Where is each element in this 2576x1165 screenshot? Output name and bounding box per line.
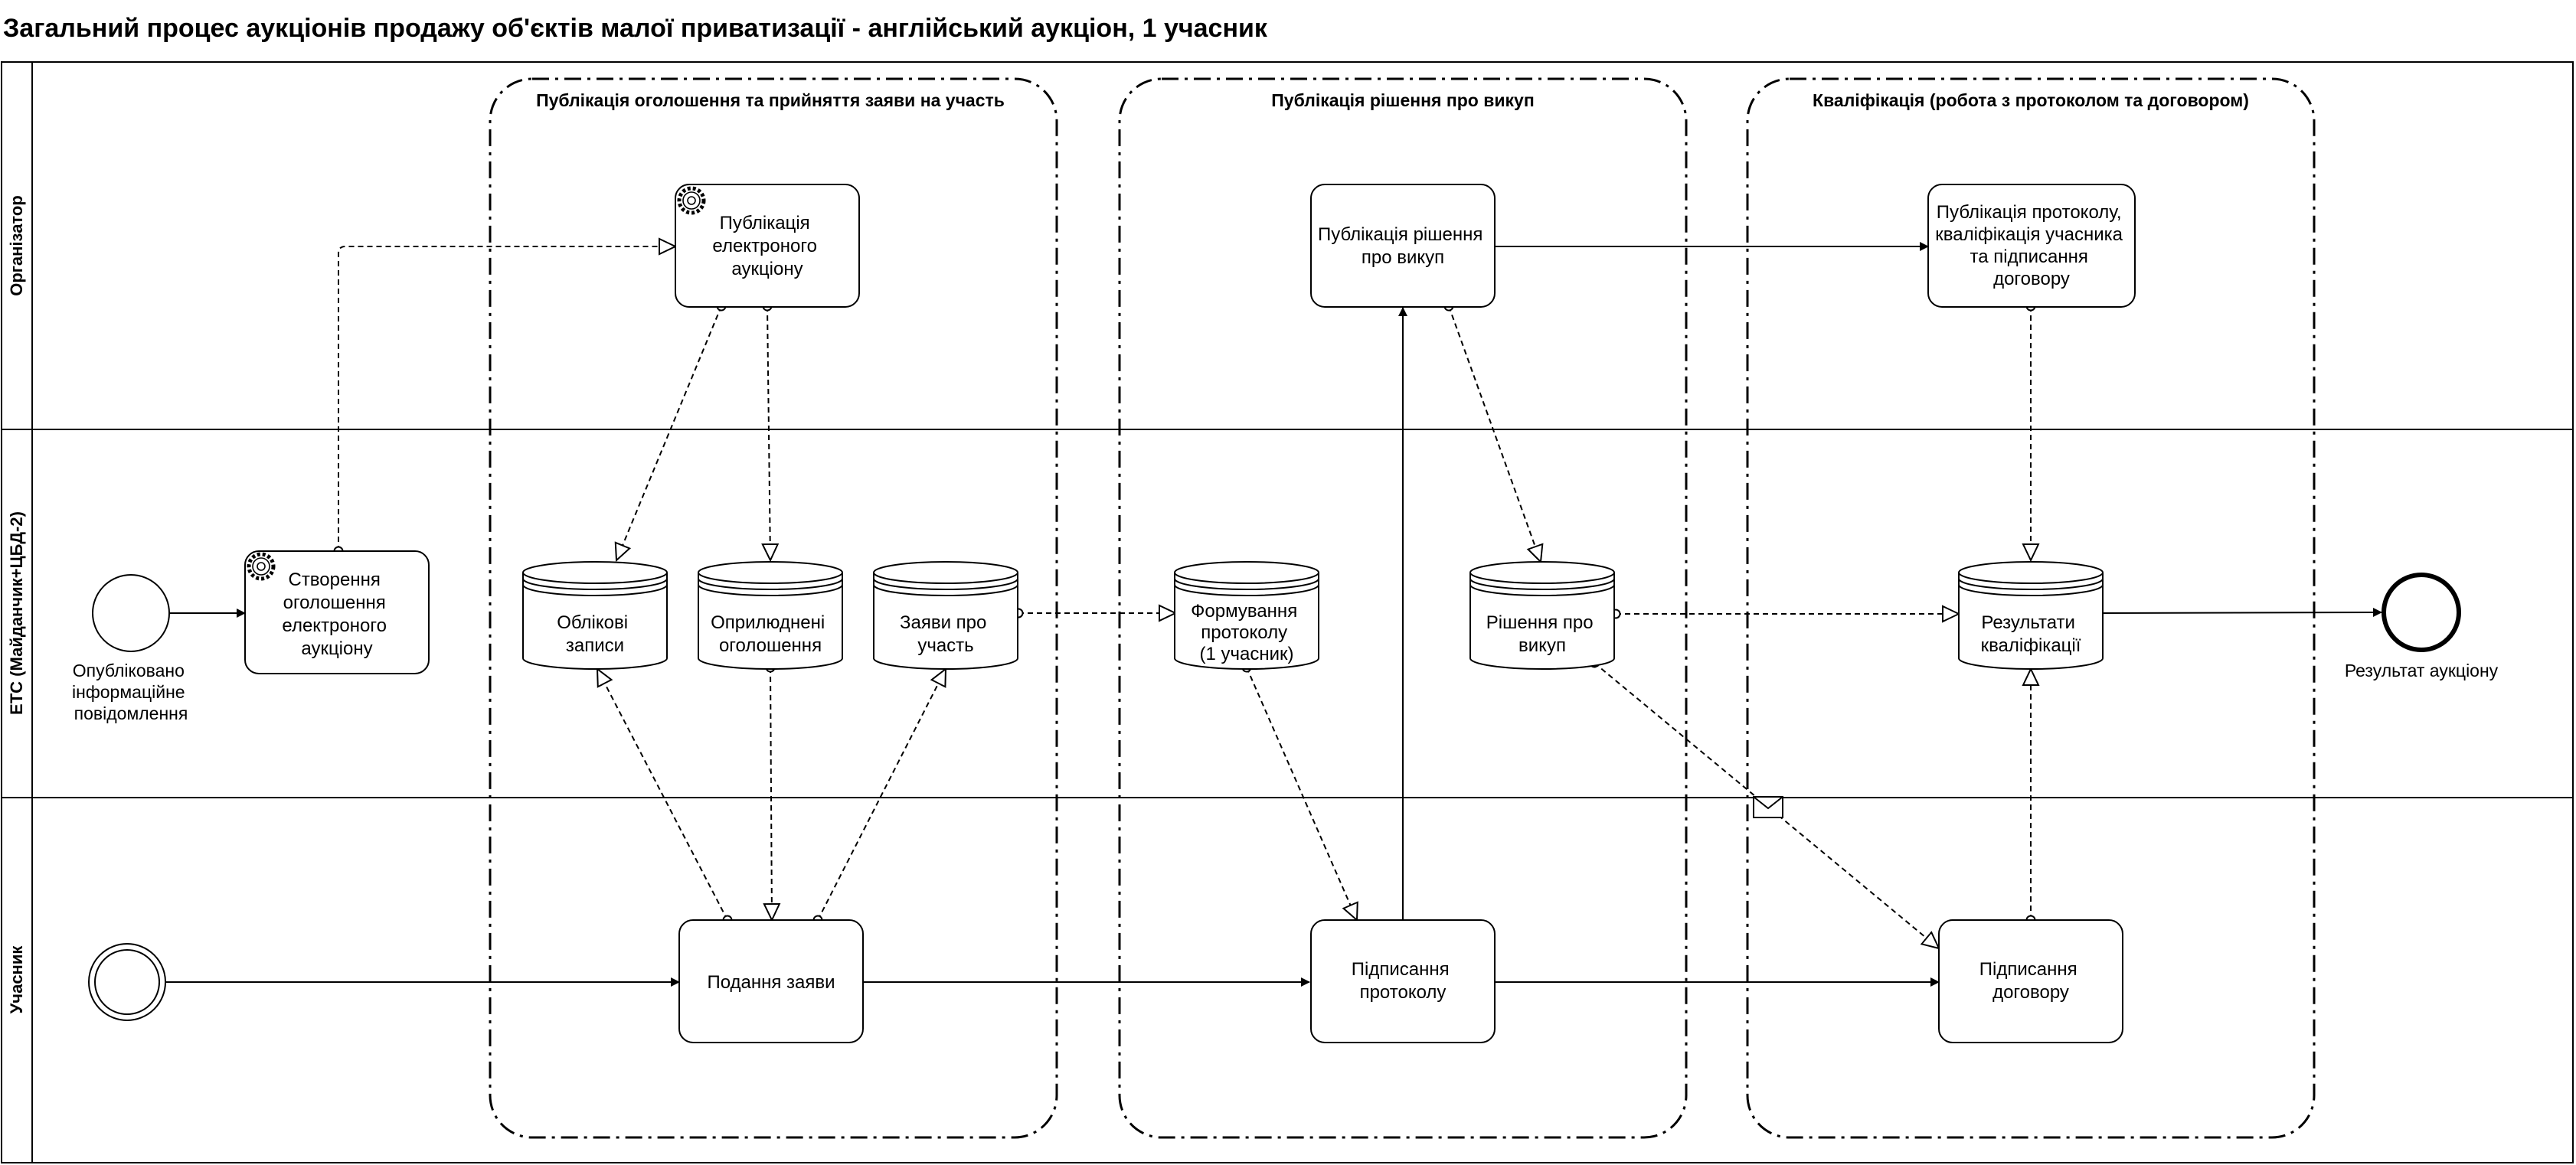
- svg-text:Оприлюднені оголошення: Оприлюднені оголошення: [711, 612, 830, 656]
- flow-qualification-to-end: [2102, 608, 2382, 618]
- group-label-decision: Публікація рішення про викуп: [1271, 90, 1534, 110]
- datastore-published[interactable]: Оприлюднені оголошення: [698, 561, 843, 670]
- task-submit-application[interactable]: Подання заяви: [678, 919, 864, 1043]
- datastore-decision[interactable]: Рішення про викуп: [1469, 561, 1615, 670]
- svg-text:Публікація протоколу, кв: Публікація протоколу, кваліфікація учасн…: [1935, 202, 2127, 289]
- svg-text:Підписання договору: Підписання договору: [1979, 959, 2083, 1003]
- group-label-publication: Публікація оголошення та прийняття заяви…: [536, 90, 1005, 110]
- task-publish-decision[interactable]: Публікація рішення про викуп: [1310, 184, 1496, 308]
- assoc-submit-to-accounts: [597, 669, 727, 920]
- svg-text:Формування протоколу: Формування протоколу (1 учасник): [1191, 601, 1303, 664]
- datastore-accounts[interactable]: Облікові записи: [522, 561, 668, 670]
- lane-label-participant: Учасник: [7, 945, 26, 1014]
- assoc-protocol-to-sign: [1247, 667, 1357, 920]
- assoc-publish-to-published: [767, 306, 770, 560]
- gear-icon: [677, 186, 706, 215]
- group-qualification: [1746, 77, 2316, 1139]
- assoc-submit-to-applications: [818, 669, 946, 920]
- svg-text:Створення оголошення: Створення оголошення електроного аукціон…: [282, 569, 391, 659]
- task-publish-auction[interactable]: Публікація електроного аукціону: [675, 184, 860, 308]
- svg-text:Результати кваліфікації: Результати кваліфікації: [1981, 612, 2081, 656]
- lane-label-organizer: Організатор: [7, 195, 26, 296]
- datastore-qualification[interactable]: Результати кваліфікації: [1958, 561, 2104, 670]
- assoc-create-to-publish: [338, 246, 675, 551]
- svg-text:Публікація електроного: Публікація електроного аукціону: [712, 213, 822, 279]
- datastore-applications[interactable]: Заяви про участь: [873, 561, 1018, 670]
- svg-text:Подання заяви: Подання заяви: [707, 972, 835, 993]
- svg-text:Заяви про участь: Заяви про участь: [900, 612, 992, 656]
- end-event[interactable]: [2381, 573, 2461, 652]
- gear-icon: [247, 552, 276, 581]
- message-envelope-icon: [1753, 796, 1783, 818]
- assoc-published-to-submit: [770, 667, 772, 920]
- task-sign-protocol[interactable]: Підписання протоколу: [1310, 919, 1496, 1043]
- assoc-publish-to-accounts: [616, 306, 721, 560]
- diagram-title: Загальний процес аукціонів продажу об'єк…: [3, 14, 1268, 43]
- task-publish-protocol[interactable]: Публікація протоколу, кваліфікація учасн…: [1927, 184, 2136, 308]
- svg-text:Рішення про викуп: Рішення про викуп: [1486, 612, 1598, 656]
- datastore-protocol[interactable]: Формування протоколу (1 учасник): [1174, 561, 1319, 670]
- svg-text:Публікація рішення про в: Публікація рішення про викуп: [1318, 224, 1488, 268]
- start-message-event-label: Опубліковано інформаційне повідомлення: [72, 661, 190, 723]
- start-message-event[interactable]: [92, 574, 170, 652]
- task-create-notice[interactable]: Створення оголошення електроного аукціон…: [244, 550, 430, 674]
- end-event-label: Результат аукціону: [2345, 661, 2499, 680]
- group-label-qualification: Кваліфікація (робота з протоколом та дог…: [1813, 90, 2249, 110]
- task-sign-contract[interactable]: Підписання договору: [1938, 919, 2123, 1043]
- start-event-participant[interactable]: [88, 943, 166, 1021]
- assoc-decision-pub-to-decision-store: [1449, 306, 1541, 562]
- svg-text:Облікові записи: Облікові записи: [557, 612, 633, 656]
- lane-label-ets: ЕТС (Майданчик+ЦБД-2): [7, 511, 26, 715]
- svg-text:Підписання протоколу: Підписання протоколу: [1352, 959, 1455, 1003]
